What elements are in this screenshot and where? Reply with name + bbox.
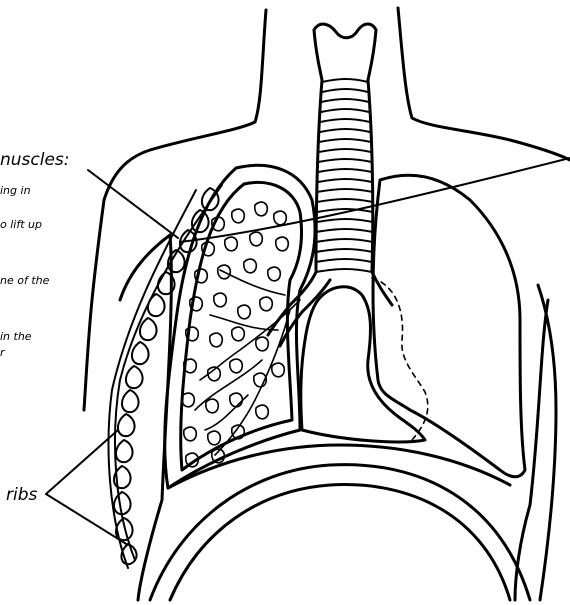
muscles-heading-label: nuscles: [0,150,70,170]
ribs-leader-line-upper [46,430,118,494]
trachea-cartilage-rings [316,79,373,272]
heart [301,287,425,442]
right-lung [373,175,525,477]
muscles-note-line-3: ne of the [0,274,50,287]
muscles-note-line-5: r [0,346,6,359]
bronchial-tree [182,202,300,467]
muscles-note-line-1: ing in [0,184,31,197]
labels: nuscles: ing in o lift up ne of the in t… [0,150,70,505]
ribs-label: ribs [6,485,38,505]
diaphragm [150,445,530,600]
muscles-note-line-4: in the [0,330,32,343]
trachea [314,24,376,270]
muscles-note-line-2: o lift up [0,218,42,231]
body-outline [84,8,570,600]
